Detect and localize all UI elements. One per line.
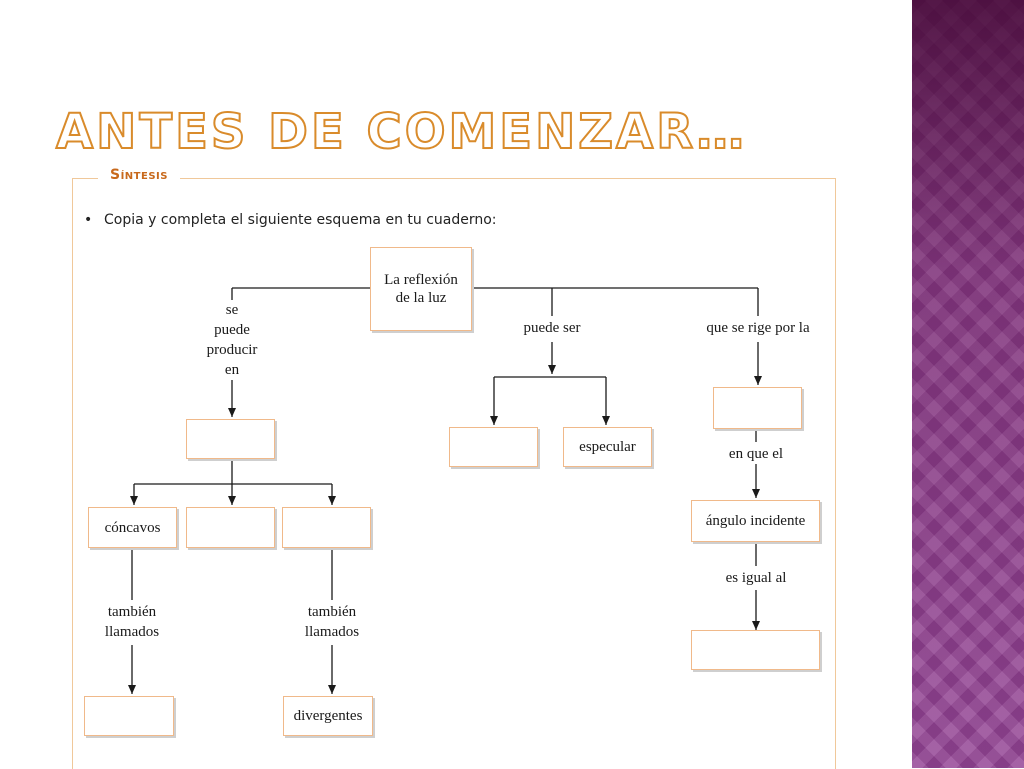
label-governed-by: que se rige por la xyxy=(690,318,826,338)
blank-box-left[interactable] xyxy=(186,419,275,459)
label-in-which: en que el xyxy=(716,444,796,464)
slide-title: ANTES DE COMENZAR… xyxy=(55,103,748,161)
label-can-be: puede ser xyxy=(502,318,602,338)
section-label: Síntesis xyxy=(98,163,180,187)
blank-box-final[interactable] xyxy=(691,630,820,670)
blank-box-type[interactable] xyxy=(449,427,538,467)
label-also-called-left: también llamados xyxy=(92,602,172,642)
label-also-called-right: también llamados xyxy=(292,602,372,642)
incident-angle-box: ángulo incidente xyxy=(691,500,820,542)
bullet-icon: • xyxy=(84,212,93,228)
label-can-occur-in: se puede producir en xyxy=(192,300,272,380)
blank-box-right-mirror[interactable] xyxy=(282,507,371,548)
instruction-text: Copia y completa el siguiente esquema en… xyxy=(104,212,497,228)
divergent-box: divergentes xyxy=(283,696,373,736)
synthesis-panel xyxy=(72,178,836,769)
blank-box-middle[interactable] xyxy=(186,507,275,548)
blank-box-law[interactable] xyxy=(713,387,802,429)
root-box: La reflexión de la luz xyxy=(370,247,472,331)
side-decorative-band xyxy=(912,0,1024,768)
specular-box: especular xyxy=(563,427,652,467)
label-equals: es igual al xyxy=(711,568,801,588)
blank-box-bottom-left[interactable] xyxy=(84,696,174,736)
concave-box: cóncavos xyxy=(88,507,177,548)
instruction: • Copia y completa el siguiente esquema e… xyxy=(84,210,497,230)
